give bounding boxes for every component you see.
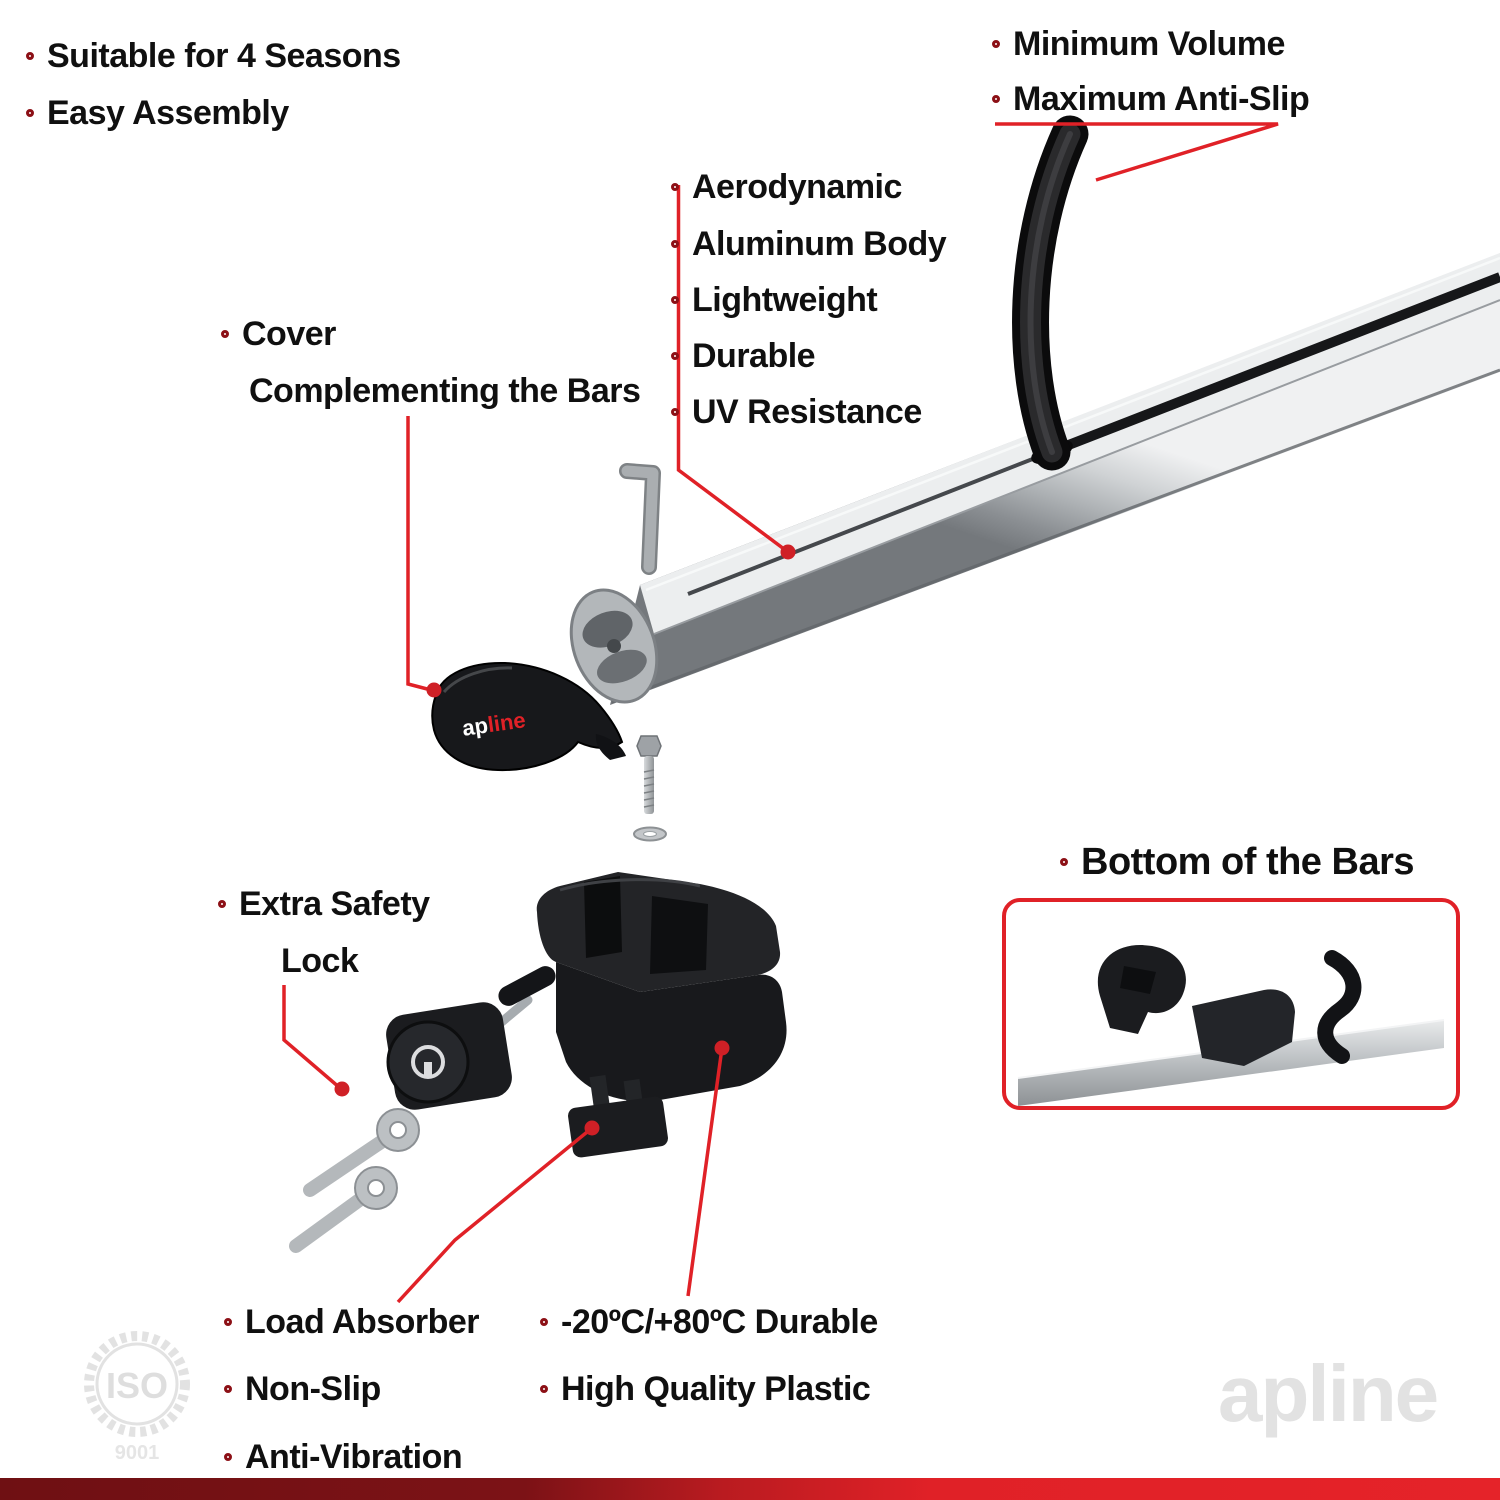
label-load-absorber: Load Absorber	[224, 1302, 480, 1342]
label-text: Anti-Vibration	[245, 1438, 463, 1476]
label-text: Bottom of the Bars	[1081, 841, 1415, 883]
label-extra-safety: Extra Safety	[218, 884, 430, 924]
bar-cover: apline	[431, 661, 626, 772]
keys	[289, 1108, 420, 1253]
label-text: Cover	[242, 315, 336, 353]
label-text: Load Absorber	[245, 1303, 480, 1341]
safety-lock	[386, 966, 556, 1110]
rubber-strip	[1012, 115, 1089, 471]
label-text: UV Resistance	[692, 393, 922, 431]
label-aluminum-body: Aluminum Body	[671, 224, 947, 264]
label-text: Lock	[281, 942, 359, 980]
inset-clamp-foot	[1192, 989, 1295, 1066]
bullet-icon	[26, 109, 34, 117]
inset-illustration	[1017, 945, 1445, 1106]
label-text: Aerodynamic	[692, 168, 902, 206]
label-text: Complementing the Bars	[249, 372, 641, 410]
label-high-quality-plastic: High Quality Plastic	[540, 1369, 871, 1409]
cover-logo-prefix: ap	[461, 712, 490, 740]
label-aerodynamic: Aerodynamic	[671, 167, 902, 207]
label-text: High Quality Plastic	[561, 1370, 871, 1408]
bottom-of-bars-inset	[1002, 898, 1460, 1110]
label-text: Maximum Anti-Slip	[1013, 80, 1310, 118]
washer	[633, 826, 667, 842]
bar-groove	[687, 451, 1049, 596]
iso-badge: ISO 9001	[72, 1322, 202, 1472]
label-text: Lightweight	[692, 281, 878, 319]
bar-groove-filled	[1046, 272, 1500, 458]
bullet-icon	[218, 900, 226, 908]
label-text: Minimum Volume	[1013, 25, 1285, 63]
label-cover-line2: Complementing the Bars	[249, 371, 641, 411]
bullet-icon	[26, 52, 34, 60]
bottom-accent-bar	[0, 1478, 1500, 1500]
label-bottom-of-bars: Bottom of the Bars	[1060, 839, 1415, 885]
cover-logo-suffix: line	[486, 707, 527, 737]
iso-number: 9001	[115, 1442, 160, 1464]
label-minimum-volume: Minimum Volume	[992, 24, 1285, 64]
bullet-icon	[992, 95, 1000, 103]
bullet-icon	[224, 1318, 232, 1326]
label-durable: Durable	[671, 336, 816, 376]
bullet-icon	[221, 330, 229, 338]
bolt	[636, 735, 662, 814]
label-maximum-anti-slip: Maximum Anti-Slip	[992, 79, 1310, 119]
label-uv-resistance: UV Resistance	[671, 392, 922, 432]
label-text: -20ºC/+80ºC Durable	[561, 1303, 878, 1341]
label-text: Non-Slip	[245, 1370, 381, 1408]
bullet-icon	[224, 1453, 232, 1461]
bullet-icon	[540, 1385, 548, 1393]
label-non-slip: Non-Slip	[224, 1369, 381, 1409]
bullet-icon	[1060, 858, 1068, 866]
label-text: Suitable for 4 Seasons	[47, 37, 401, 75]
bullet-icon	[224, 1385, 232, 1393]
label-text: Durable	[692, 337, 816, 375]
mounting-foot	[536, 872, 787, 1102]
cover-logo: apline	[461, 707, 527, 741]
label-text: Aluminum Body	[692, 225, 947, 263]
annotation-lines	[282, 122, 1279, 1304]
annotation-dots	[334, 544, 796, 1136]
bar-end-cap	[569, 588, 659, 704]
bullet-icon	[671, 296, 679, 304]
bullet-icon	[671, 183, 679, 191]
label-lock: Lock	[281, 941, 359, 981]
inset-rubber-strip	[1317, 950, 1362, 1064]
allen-key-icon	[619, 463, 661, 575]
label-text: Extra Safety	[239, 885, 430, 923]
bullet-icon	[671, 408, 679, 416]
label-easy-assembly: Easy Assembly	[26, 93, 289, 133]
label-temperature-durable: -20ºC/+80ºC Durable	[540, 1302, 878, 1342]
load-absorber-part	[568, 1075, 668, 1158]
label-anti-vibration: Anti-Vibration	[224, 1437, 463, 1477]
label-suitable-4-seasons: Suitable for 4 Seasons	[26, 36, 401, 76]
bullet-icon	[671, 352, 679, 360]
label-cover: Cover	[221, 314, 336, 354]
label-lightweight: Lightweight	[671, 280, 878, 320]
bullet-icon	[671, 240, 679, 248]
brand-watermark: apline	[1218, 1349, 1439, 1438]
iso-text: ISO	[106, 1365, 168, 1406]
bullet-icon	[540, 1318, 548, 1326]
bullet-icon	[992, 40, 1000, 48]
label-text: Easy Assembly	[47, 94, 289, 132]
